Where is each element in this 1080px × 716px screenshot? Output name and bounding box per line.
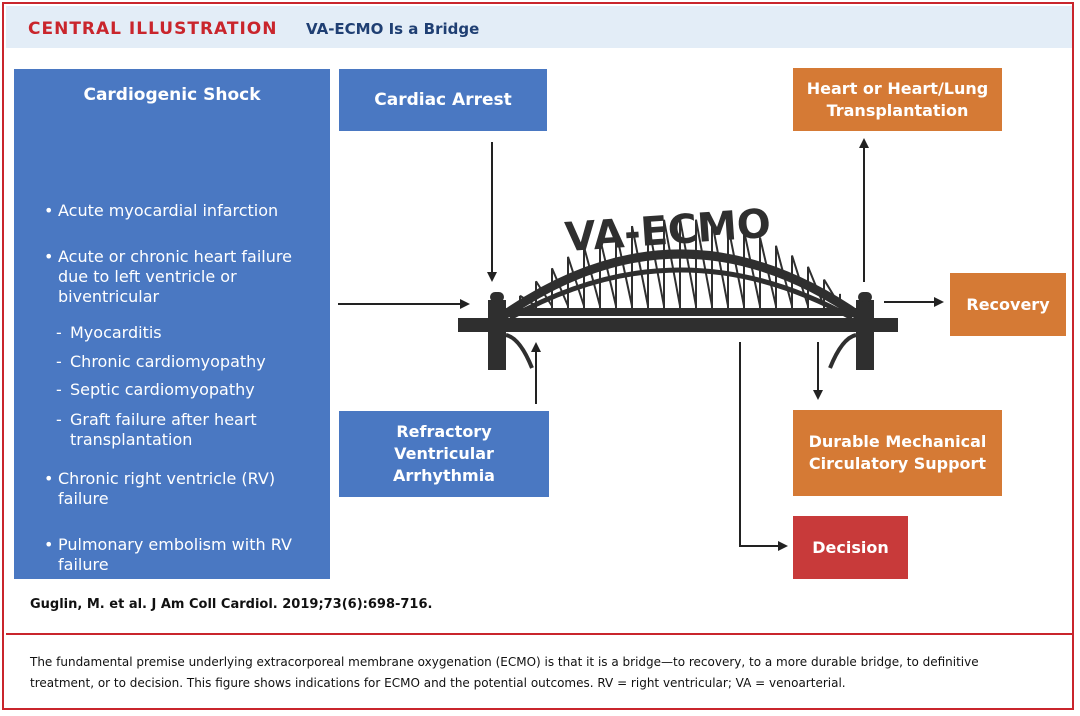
indication-text: Myocarditis <box>70 323 162 342</box>
bullet-marker: • <box>44 535 54 554</box>
arrow-to-decision <box>739 342 788 551</box>
indication-text: Acute myocardial infarction <box>58 201 279 220</box>
indication-text: Septic cardiomyopathy <box>70 380 255 399</box>
recovery-box: Recovery <box>950 273 1066 336</box>
refractory-arrhythmia-box: Refractory Ventricular Arrhythmia <box>339 411 549 497</box>
transplantation-box: Heart or Heart/Lung Transplantation <box>793 68 1002 131</box>
indication-text: Graft failure after heart transplantatio… <box>70 410 257 449</box>
indication-text: Chronic right ventricle (RV) failure <box>58 469 276 508</box>
dash-marker: - <box>56 410 62 429</box>
citation: Guglin, M. et al. J Am Coll Cardiol. 201… <box>30 597 433 612</box>
recovery-label: Recovery <box>966 295 1050 314</box>
cardiac-arrest-box: Cardiac Arrest <box>339 69 547 131</box>
indications-list: •Acute myocardial infarction•Acute or ch… <box>14 69 330 620</box>
bullet-marker: • <box>44 247 54 266</box>
indications-box: Cardiogenic Shock •Acute myocardial infa… <box>14 69 330 620</box>
dash-marker: - <box>56 323 62 342</box>
dash-marker: - <box>56 380 62 399</box>
indication-text: Chronic cardiomyopathy <box>70 352 266 371</box>
indication-text: Pulmonary embolism with RV failure <box>58 535 292 574</box>
refractory-arrhythmia-label: Refractory Ventricular Arrhythmia <box>393 422 495 485</box>
decision-box: Decision <box>793 516 908 579</box>
durable-support-label: Durable Mechanical Circulatory Support <box>808 432 987 473</box>
dash-marker: - <box>56 352 62 371</box>
decision-label: Decision <box>812 538 889 557</box>
bullet-marker: • <box>44 601 54 620</box>
bullet-marker: • <box>44 201 54 220</box>
indication-text: Postcardiotomy syndrome <box>58 601 267 620</box>
bridge-icon <box>458 218 898 370</box>
figure-title: VA-ECMO Is a Bridge <box>306 20 480 38</box>
caption-divider <box>6 633 1072 635</box>
indication-text: Acute or chronic heart failure due to le… <box>58 247 292 306</box>
figure-caption: The fundamental premise underlying extra… <box>30 655 979 690</box>
cardiac-arrest-label: Cardiac Arrest <box>374 90 512 110</box>
central-illustration-label: CENTRAL ILLUSTRATION <box>28 19 278 39</box>
figure-header <box>6 6 1072 48</box>
durable-support-box: Durable Mechanical Circulatory Support <box>793 410 1002 496</box>
bullet-marker: • <box>44 469 54 488</box>
transplantation-label: Heart or Heart/Lung Transplantation <box>806 78 989 120</box>
indications-title: Cardiogenic Shock <box>83 85 261 105</box>
